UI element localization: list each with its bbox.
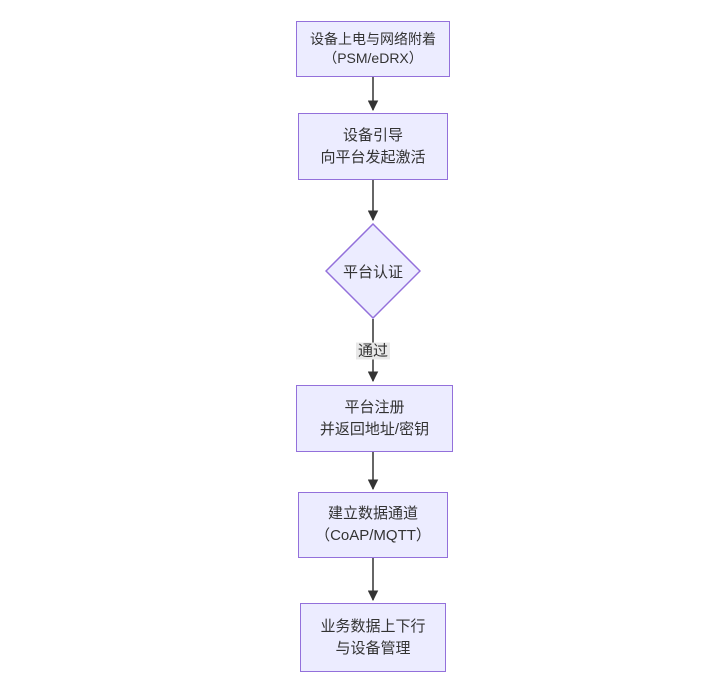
node-label: 建立数据通道 （CoAP/MQTT）	[315, 503, 431, 547]
node-label: 设备上电与网络附着 （PSM/eDRX）	[310, 30, 436, 68]
node-label-line2: （PSM/eDRX）	[323, 50, 423, 66]
node-label-line2: 与设备管理	[335, 639, 411, 657]
edge-label-pass: 通过	[355, 342, 391, 360]
node-platform-register: 平台注册 并返回地址/密钥	[296, 385, 453, 452]
node-label-line1: 设备引导	[342, 126, 403, 144]
node-platform-auth: 平台认证	[325, 223, 421, 319]
node-label-line1: 平台认证	[342, 263, 403, 281]
node-device-bootstrap: 设备引导 向平台发起激活	[298, 113, 448, 180]
node-label-line1: 业务数据上下行	[320, 617, 426, 635]
diamond-shape	[325, 223, 421, 319]
node-label-line1: 平台注册	[344, 398, 405, 416]
node-label-line2: 向平台发起激活	[320, 148, 426, 166]
node-power-network-attach: 设备上电与网络附着 （PSM/eDRX）	[296, 21, 450, 77]
node-label-line1: 设备上电与网络附着	[310, 31, 436, 47]
node-data-channel: 建立数据通道 （CoAP/MQTT）	[298, 492, 448, 558]
node-label-line2: 并返回地址/密钥	[319, 420, 430, 438]
node-label: 设备引导 向平台发起激活	[320, 125, 425, 169]
node-label-line1: 建立数据通道	[327, 505, 418, 522]
node-label-line2: （CoAP/MQTT）	[315, 527, 431, 544]
node-business-data: 业务数据上下行 与设备管理	[300, 603, 446, 672]
node-label: 业务数据上下行 与设备管理	[320, 616, 425, 660]
node-label: 平台注册 并返回地址/密钥	[320, 397, 429, 441]
